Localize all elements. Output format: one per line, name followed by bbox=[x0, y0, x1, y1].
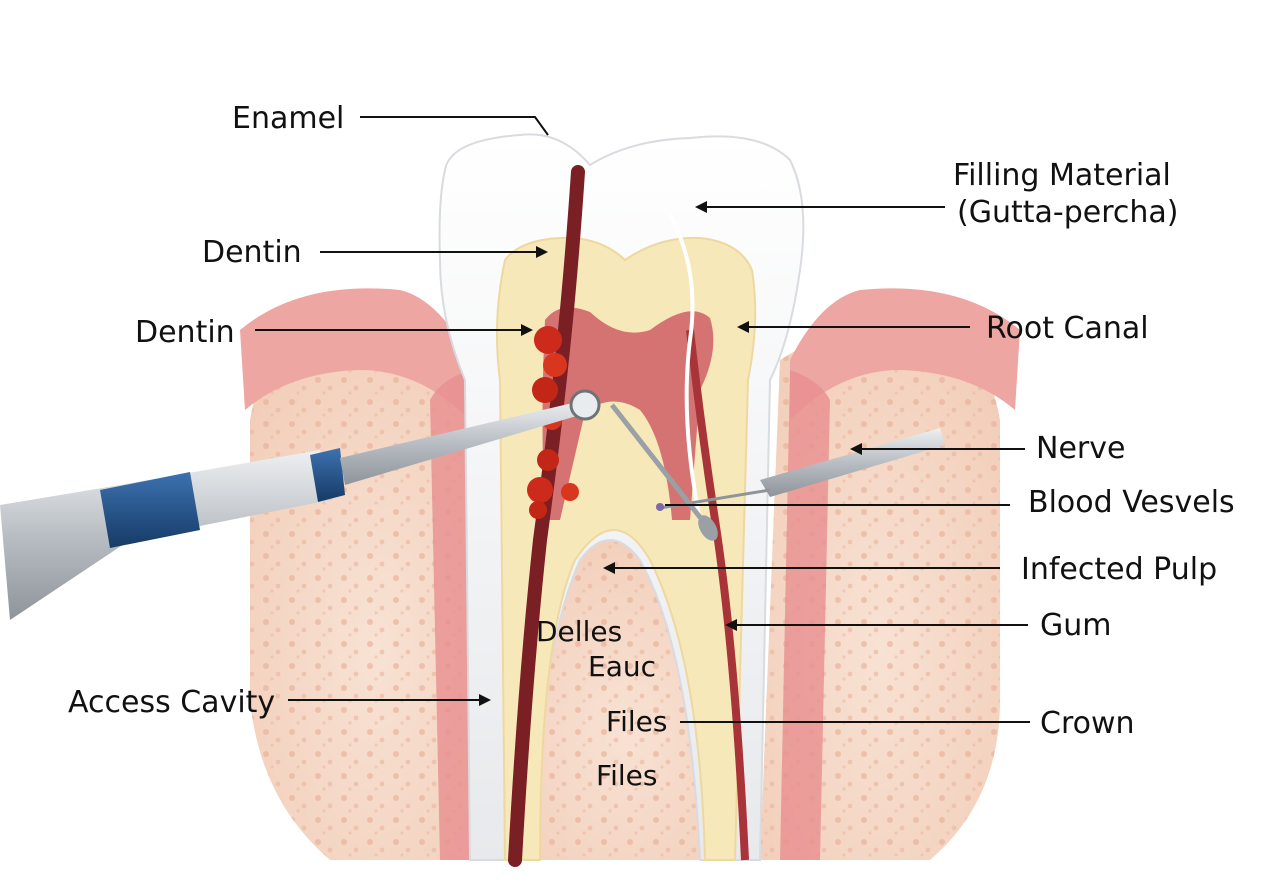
leader-lines bbox=[255, 116, 1030, 723]
label-inner-2: Eauc bbox=[588, 650, 656, 683]
label-nerve: Nerve bbox=[1036, 431, 1125, 466]
label-enamel: Enamel bbox=[232, 101, 344, 136]
label-root-canal: Root Canal bbox=[986, 311, 1149, 346]
leader-enamel bbox=[360, 116, 549, 136]
label-blood-vessels: Blood Vesvels bbox=[1028, 485, 1235, 520]
label-dentin-1: Dentin bbox=[202, 235, 302, 270]
dental-drill-icon bbox=[0, 389, 601, 620]
tooth bbox=[438, 133, 805, 867]
label-dentin-2: Dentin bbox=[135, 315, 235, 350]
label-inner-4: Files bbox=[596, 759, 657, 792]
label-filling-line1: Filling Material bbox=[953, 158, 1171, 193]
label-gum: Gum bbox=[1040, 608, 1111, 643]
pulp-chamber bbox=[542, 307, 714, 520]
label-infected-pulp: Infected Pulp bbox=[1021, 552, 1217, 587]
gutta-percha bbox=[668, 214, 702, 521]
label-crown: Crown bbox=[1040, 706, 1135, 741]
label-inner-1: Delles bbox=[536, 615, 622, 648]
arrowheads bbox=[479, 201, 862, 706]
label-inner-3: Files bbox=[606, 705, 667, 738]
root-canal-right bbox=[686, 329, 749, 861]
label-filling-line2: (Gutta-percha) bbox=[957, 195, 1178, 230]
label-access-cavity: Access Cavity bbox=[68, 685, 275, 720]
